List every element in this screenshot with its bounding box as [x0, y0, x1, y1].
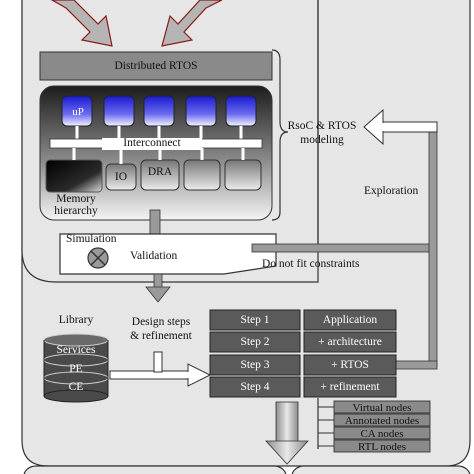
processor-5: [225, 95, 257, 127]
step-3-cell: [209, 354, 301, 376]
library-item-ce: CE: [68, 381, 84, 393]
modeling-bracket: [271, 49, 289, 221]
step-2-desc-cell: [303, 331, 397, 353]
do-not-fit-label: Do not fit constraints: [262, 258, 360, 270]
step-1-desc-cell: [303, 309, 397, 331]
step-2-cell: [209, 331, 301, 353]
step-4-desc: + refinement: [320, 381, 380, 393]
step-3-desc: + RTOS: [331, 359, 369, 371]
node-virtual: Virtual nodes: [352, 402, 412, 414]
node-annotated: Annotated nodes: [344, 415, 420, 427]
distributed-rtos-label: Distributed RTOS: [114, 60, 198, 72]
memory-hierarchy-label: Memory hierarchy: [54, 193, 98, 217]
library-item-pe: PE: [69, 363, 83, 375]
step-4-cell: [209, 376, 301, 398]
exploration-arrow: [363, 108, 438, 146]
library-to-steps-arrow: [109, 363, 212, 387]
step-3-label: Step 3: [240, 359, 270, 371]
validation-down-arrow: [145, 273, 171, 303]
processor-label-up: uP: [72, 106, 84, 118]
step-1-cell: [209, 309, 301, 331]
io-label: IO: [114, 171, 128, 183]
step-1-desc: Application: [322, 314, 378, 326]
simulation-label: Simulation: [66, 233, 117, 245]
memory-hierarchy-block: [45, 159, 103, 193]
library-title: Library: [58, 314, 94, 326]
dra-label: DRA: [147, 166, 173, 178]
distributed-rtos-bar: [39, 51, 273, 81]
library-database: [43, 333, 109, 403]
rsoc-rtos-modeling-label: RsoC & RTOS modeling: [287, 120, 357, 146]
step-2-desc: + architecture: [318, 336, 382, 348]
processor-row: [61, 95, 257, 139]
validation-label: Validation: [130, 250, 178, 262]
bottom-box-left: [23, 465, 287, 474]
step-4-desc-cell: [303, 376, 397, 398]
processor-2: [103, 95, 135, 127]
exploration-label: Exploration: [364, 185, 419, 197]
feedback-line: [251, 243, 435, 253]
processor-3: [143, 95, 175, 127]
output-down-arrow: [265, 401, 309, 465]
bottom-box-right: [291, 465, 471, 474]
interconnect-label: Interconnect: [102, 137, 202, 150]
library-item-services: Services: [56, 344, 96, 356]
design-steps-label: Design steps & refinement: [130, 316, 192, 342]
node-rtl: RTL nodes: [357, 441, 407, 453]
input-arrow-right: [161, 0, 223, 47]
step-2-label: Step 2: [240, 336, 270, 348]
processor-4: [185, 95, 217, 127]
step-1-label: Step 1: [240, 314, 270, 326]
input-arrow-left: [50, 0, 113, 47]
node-ca: CA nodes: [360, 428, 404, 440]
validation-box: [59, 233, 277, 275]
exploration-line: [428, 125, 438, 367]
step-4-label: Step 4: [240, 381, 270, 393]
fabric-block-1: [183, 159, 221, 191]
fabric-block-2: [224, 159, 262, 191]
step-3-desc-cell: [303, 354, 397, 376]
steps-table: [209, 309, 397, 398]
